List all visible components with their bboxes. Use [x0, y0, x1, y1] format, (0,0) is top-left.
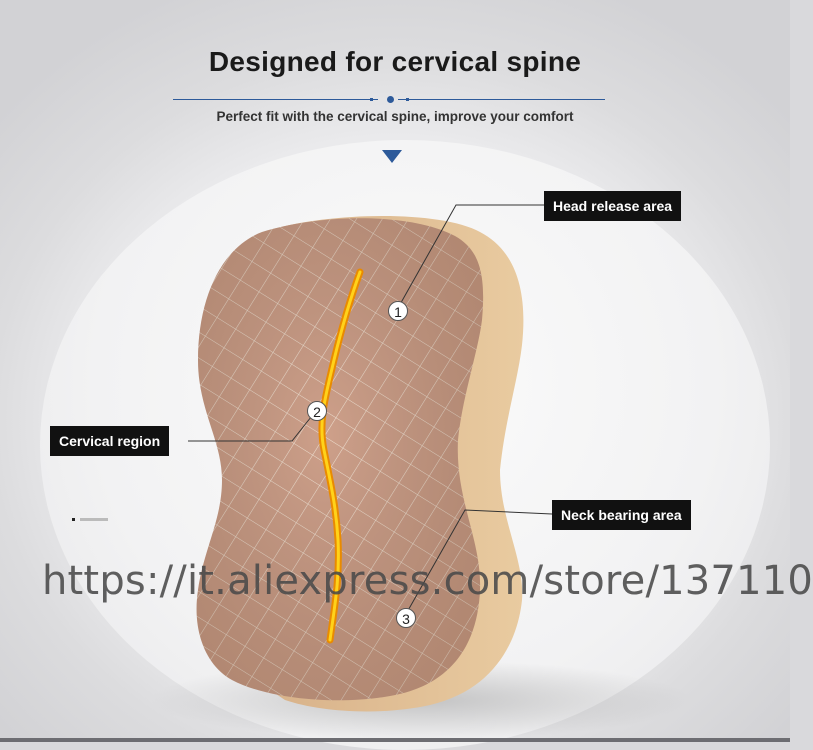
title-divider-right — [398, 99, 605, 100]
page-subtitle: Perfect fit with the cervical spine, imp… — [216, 109, 574, 124]
bottom-border — [0, 738, 790, 742]
chevron-down-icon — [382, 150, 402, 163]
watermark-url: https://it.aliexpress.com/store/137110 — [42, 558, 813, 604]
divider-tick-left — [370, 98, 373, 101]
pillow-illustration — [150, 204, 690, 740]
decorative-mark — [72, 518, 108, 521]
callout-line-3 — [405, 509, 553, 615]
divider-tick-right — [406, 98, 409, 101]
callout-number-3: 3 — [396, 608, 416, 628]
callout-label-neck-bearing: Neck bearing area — [552, 500, 691, 530]
callout-line-2 — [188, 411, 316, 442]
callout-number-1: 1 — [388, 301, 408, 321]
callout-label-head-release: Head release area — [544, 191, 682, 221]
title-divider-left — [173, 99, 378, 100]
callout-label-cervical: Cervical region — [50, 426, 170, 456]
callout-line-1 — [397, 204, 544, 309]
callout-number-2: 2 — [307, 401, 327, 421]
page-title: Designed for cervical spine — [208, 46, 582, 77]
divider-dot — [387, 96, 394, 103]
